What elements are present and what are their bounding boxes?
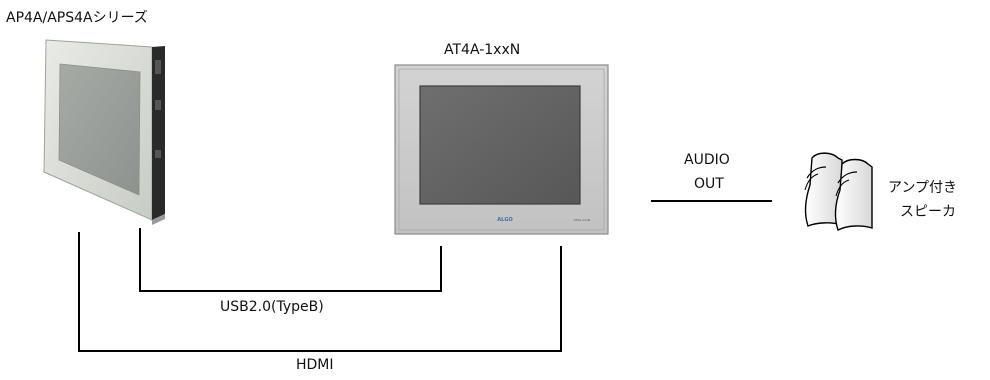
panel-model-mark: AT4A-1xxN: [574, 218, 590, 222]
usb-connector-left: [139, 228, 141, 292]
audio-out-line: [651, 200, 772, 202]
speaker-icon: [804, 152, 873, 231]
panel-device-image: ALGO AT4A-1xxN: [394, 64, 609, 235]
hdmi-connector-right: [560, 246, 562, 352]
source-device-label: AP4A/APS4Aシリーズ: [6, 10, 148, 26]
hdmi-connector-bottom: [78, 350, 562, 352]
speaker-label-line1: アンプ付き: [888, 180, 958, 196]
hdmi-connector-left: [78, 232, 80, 352]
usb-connector-right: [440, 246, 442, 292]
usb-link-label: USB2.0(TypeB): [220, 299, 324, 315]
audio-out-label-line2: OUT: [694, 176, 724, 192]
source-device-image: [43, 39, 165, 225]
panel-logo: ALGO: [497, 217, 512, 223]
speaker-label-line2: スピーカ: [900, 204, 956, 220]
panel-device-label: AT4A-1xxN: [444, 42, 521, 58]
usb-connector-bottom: [139, 290, 442, 292]
hdmi-link-label: HDMI: [296, 357, 334, 373]
audio-out-label-line1: AUDIO: [684, 152, 730, 168]
